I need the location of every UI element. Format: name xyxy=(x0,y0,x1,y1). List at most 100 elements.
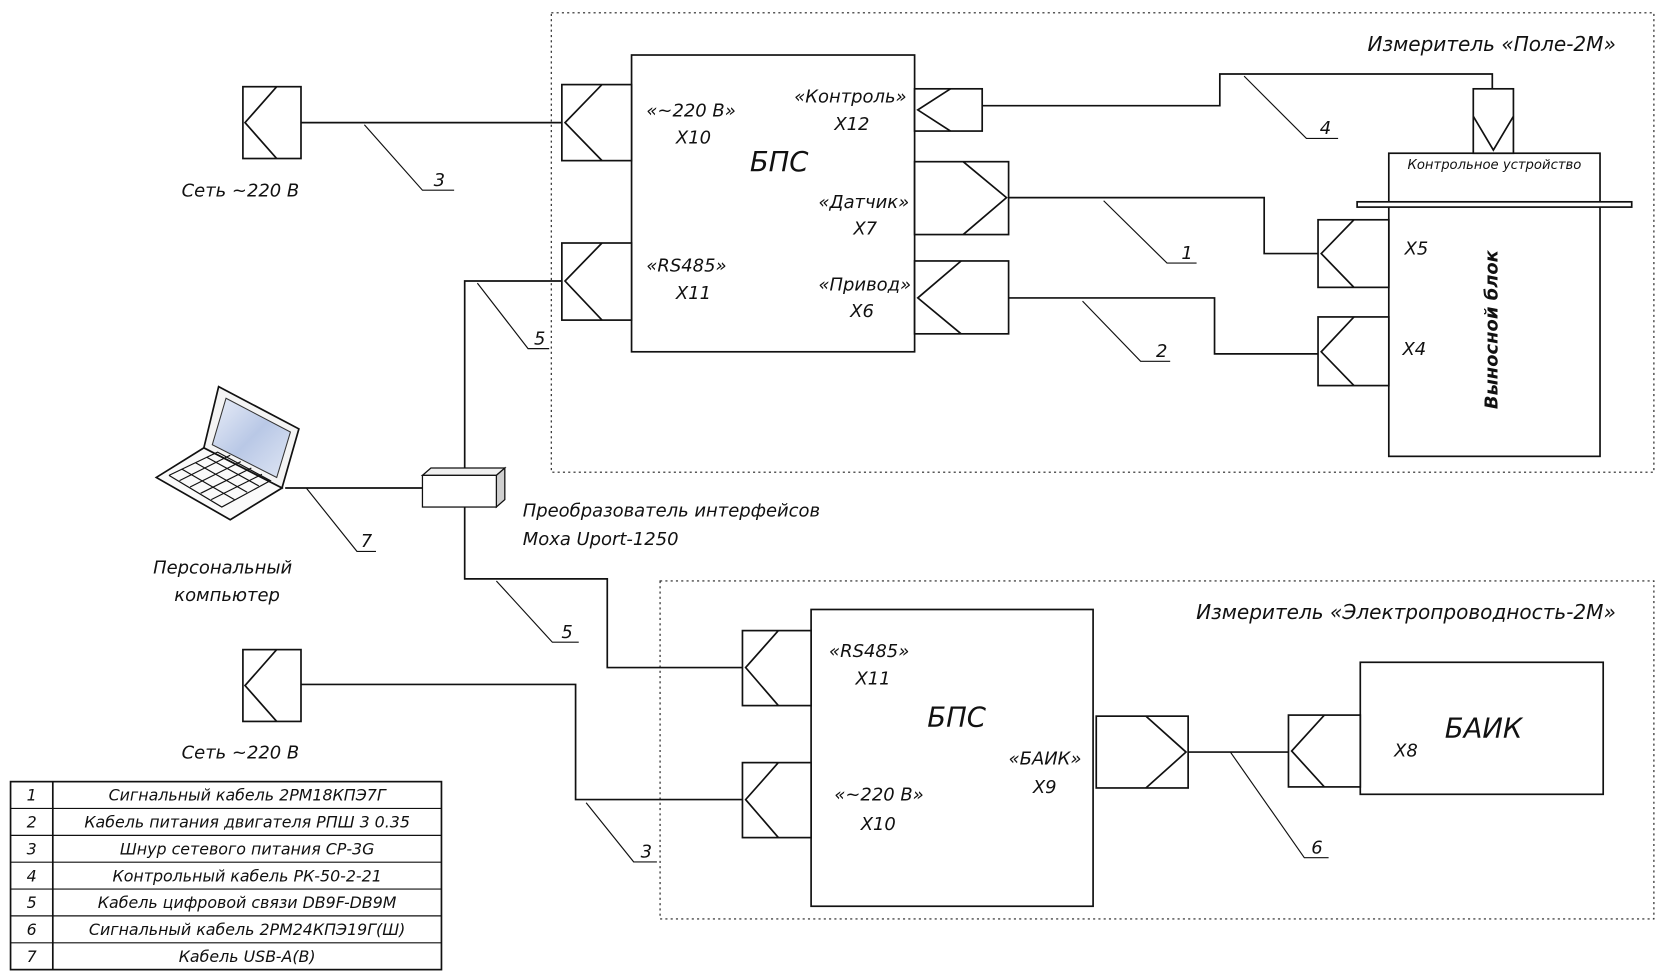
port-x11-name: «RS485» xyxy=(646,256,726,277)
control-device-flange xyxy=(1356,200,1633,208)
svg-text:5: 5 xyxy=(561,622,572,643)
legend-row: 4 Контрольный кабель РК-50-2-21 xyxy=(27,866,382,885)
cable-marker-baik: 6 xyxy=(1229,751,1329,858)
bps-top-block xyxy=(630,54,916,353)
connector-x10-bottom xyxy=(741,761,812,839)
laptop-icon xyxy=(154,385,300,521)
port-x8-id: X8 xyxy=(1393,740,1418,761)
port-x7-id: X7 xyxy=(852,219,877,240)
port-x9-id: X9 xyxy=(1032,777,1057,798)
connector-x12 xyxy=(913,87,984,132)
port-x12-id: X12 xyxy=(833,114,869,135)
bps-bottom-title: БПС xyxy=(927,703,986,734)
svg-text:5: 5 xyxy=(534,328,545,349)
wire-rs485-bottom xyxy=(463,507,743,669)
cable-legend-table: 1 Сигнальный кабель 2РМ18КПЭ7Г 2 Кабель … xyxy=(9,780,443,971)
port-x6-id: X6 xyxy=(849,301,874,322)
port-x4-id: X4 xyxy=(1402,339,1427,360)
svg-text:5: 5 xyxy=(27,893,37,912)
svg-text:4: 4 xyxy=(27,866,37,885)
converter-label-line1: Преобразователь интерфейсов xyxy=(523,501,820,522)
svg-text:6: 6 xyxy=(27,920,37,939)
svg-text:Шнур сетевого питания СР-3G: Шнур сетевого питания СР-3G xyxy=(120,840,375,859)
svg-text:2: 2 xyxy=(27,813,37,832)
cable-marker-control: 4 xyxy=(1243,75,1339,139)
meter-pole-enclosure xyxy=(550,12,1655,473)
port-x11-id: X11 xyxy=(675,283,711,304)
svg-text:3: 3 xyxy=(434,170,445,191)
connector-x4 xyxy=(1317,316,1390,387)
port-x11-bottom-id: X11 xyxy=(854,668,890,689)
svg-text:Контрольный кабель РК-50-2-21: Контрольный кабель РК-50-2-21 xyxy=(112,866,381,885)
connector-x11-bottom xyxy=(741,629,812,707)
remote-unit-title: Выносной блок xyxy=(1482,249,1503,409)
wire-drive xyxy=(1008,297,1319,355)
svg-text:3: 3 xyxy=(641,842,652,863)
power-plug-top xyxy=(242,85,302,160)
wire-control xyxy=(982,73,1494,107)
svg-text:4: 4 xyxy=(1320,118,1331,139)
svg-text:7: 7 xyxy=(361,531,373,552)
svg-text:1: 1 xyxy=(27,786,37,805)
bps-top-title: БПС xyxy=(750,147,809,178)
meter-cond-title: Измеритель «Электропроводность-2М» xyxy=(1196,600,1616,624)
cable-marker-rs485-bottom: 5 xyxy=(495,580,579,643)
wire-sensor xyxy=(1008,196,1319,255)
port-x10-name: «~220 В» xyxy=(646,100,735,121)
port-x9-name: «БАИК» xyxy=(1009,749,1082,770)
svg-text:Кабель USB-A(B): Кабель USB-A(B) xyxy=(179,947,316,966)
svg-text:1: 1 xyxy=(1181,243,1192,264)
port-x6-name: «Привод» xyxy=(818,275,911,296)
baik-title: БАИК xyxy=(1445,713,1524,744)
baik-block xyxy=(1359,661,1605,796)
legend-row: 6 Сигнальный кабель 2РМ24КПЭ19Г(Ш) xyxy=(27,920,406,939)
svg-text:2: 2 xyxy=(1156,341,1167,362)
legend-row: 7 Кабель USB-A(B) xyxy=(27,947,316,966)
control-device-label: Контрольное устройство xyxy=(1407,158,1581,173)
power-top-label: Сеть ~220 В xyxy=(182,181,300,202)
port-x12-name: «Контроль» xyxy=(794,87,906,108)
connector-x11-top xyxy=(561,242,633,321)
port-x10-id: X10 xyxy=(675,128,711,149)
svg-text:Кабель цифровой связи DB9F-DB9: Кабель цифровой связи DB9F-DB9M xyxy=(98,893,397,912)
converter-label-line2: Moxa Uport-1250 xyxy=(523,529,679,550)
cable-marker-drive: 2 xyxy=(1082,300,1171,362)
port-x5-id: X5 xyxy=(1404,239,1429,260)
svg-text:3: 3 xyxy=(27,840,37,859)
connector-control-device xyxy=(1472,87,1515,155)
svg-text:6: 6 xyxy=(1311,837,1322,858)
svg-text:Сигнальный кабель 2РМ18КПЭ7Г: Сигнальный кабель 2РМ18КПЭ7Г xyxy=(109,786,387,805)
pc-label-line2: компьютер xyxy=(174,585,280,606)
svg-text:Сигнальный кабель 2РМ24КПЭ19Г(: Сигнальный кабель 2РМ24КПЭ19Г(Ш) xyxy=(89,920,405,939)
cable-marker-power-top: 3 xyxy=(363,124,455,191)
svg-text:7: 7 xyxy=(27,947,37,966)
cable-marker-sensor: 1 xyxy=(1103,200,1197,264)
cable-marker-rs485-top: 5 xyxy=(476,282,550,349)
port-x10-bottom-id: X10 xyxy=(860,814,896,835)
meter-cond-enclosure xyxy=(659,580,1655,920)
cable-marker-power-bottom: 3 xyxy=(585,802,657,863)
wire-rs485-top xyxy=(463,280,562,468)
bps-bottom-block xyxy=(810,608,1094,908)
port-x11-bottom-name: «RS485» xyxy=(829,641,909,662)
meter-pole-title: Измеритель «Поле-2М» xyxy=(1367,32,1615,56)
wire-power-bottom xyxy=(300,683,743,801)
interface-converter xyxy=(420,466,507,509)
svg-text:Кабель питания двигателя РПШ 3: Кабель питания двигателя РПШ 3 0.35 xyxy=(84,813,410,832)
connector-x7 xyxy=(913,160,1010,236)
power-plug-bottom xyxy=(242,648,302,723)
connector-x8 xyxy=(1287,714,1362,788)
port-x10-bottom-name: «~220 В» xyxy=(834,785,923,806)
pc-label-line1: Персональный xyxy=(153,558,292,579)
legend-row: 1 Сигнальный кабель 2РМ18КПЭ7Г xyxy=(27,786,387,805)
connector-x5 xyxy=(1317,218,1390,289)
power-bottom-label: Сеть ~220 В xyxy=(182,742,300,763)
port-x7-name: «Датчик» xyxy=(818,192,909,213)
connector-x10-top xyxy=(561,83,633,162)
legend-row: 3 Шнур сетевого питания СР-3G xyxy=(27,840,375,859)
legend-row: 5 Кабель цифровой связи DB9F-DB9M xyxy=(27,893,397,912)
cable-marker-usb: 7 xyxy=(305,487,376,552)
connector-x6 xyxy=(913,260,1010,335)
connector-x9 xyxy=(1095,715,1189,789)
